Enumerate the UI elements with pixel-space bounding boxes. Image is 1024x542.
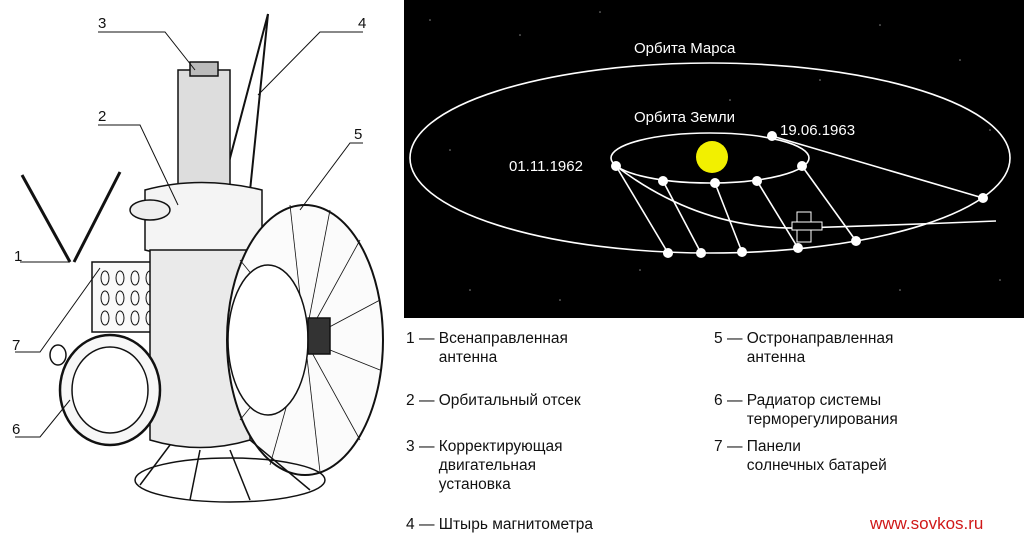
position-dots bbox=[611, 131, 988, 258]
launch-date: 01.11.1962 bbox=[509, 158, 583, 175]
callout-5: 5 bbox=[354, 126, 363, 143]
mars-orbit bbox=[409, 62, 1011, 254]
callout-3: 3 bbox=[98, 15, 107, 32]
end-date: 19.06.1963 bbox=[780, 122, 856, 139]
orbit-diagram: Орбита Марса Орбита Земли 01.11.1962 19.… bbox=[404, 0, 1024, 318]
earth-orbit-label: Орбита Земли bbox=[634, 109, 736, 126]
probe-icon bbox=[791, 211, 823, 243]
mars-orbit-label: Орбита Марса bbox=[634, 40, 736, 57]
callout-2: 2 bbox=[98, 108, 107, 125]
starfield bbox=[429, 11, 1001, 301]
callout-1: 1 bbox=[14, 248, 23, 265]
legend-item-2: 2 — Орбитальный отсек bbox=[406, 392, 581, 409]
callout-7: 7 bbox=[12, 337, 21, 354]
legend-item-4: 4 — Штырь магнитометра bbox=[406, 516, 593, 533]
spacecraft-drawing bbox=[15, 13, 384, 503]
sun bbox=[696, 141, 728, 173]
callout-6: 6 bbox=[12, 421, 21, 438]
callout-4: 4 bbox=[358, 15, 367, 32]
website-link[interactable]: www.sovkos.ru bbox=[870, 514, 984, 533]
